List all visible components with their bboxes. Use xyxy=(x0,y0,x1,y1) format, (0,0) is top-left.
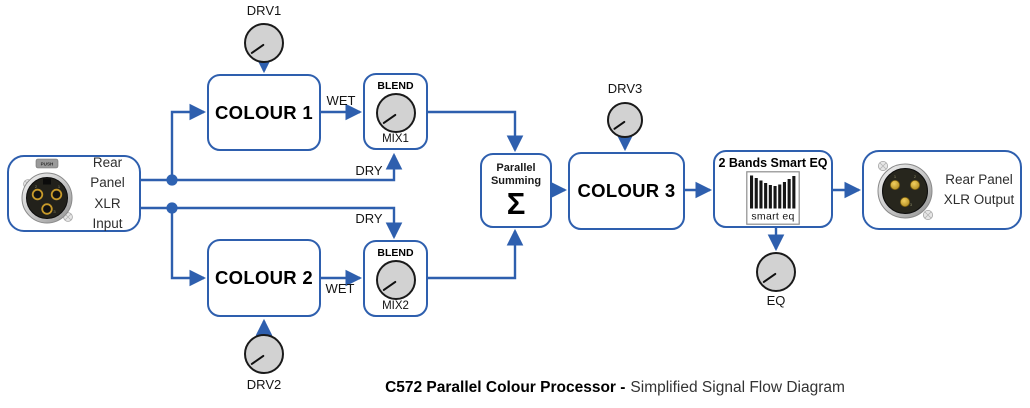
xlr-input-label-line1: Rear Panel xyxy=(90,155,125,191)
mix1-knob xyxy=(375,92,416,133)
caption-regular-text: Simplified Signal Flow Diagram xyxy=(630,379,845,396)
drv1-label: DRV1 xyxy=(246,3,282,18)
smart-eq-block: 2 Bands Smart EQ smart eq xyxy=(713,150,833,228)
drv1-knob-pointer xyxy=(250,43,265,55)
pin-label: 3 xyxy=(53,209,56,214)
drv3-knob xyxy=(607,102,643,138)
mix1-label: MIX1 xyxy=(382,133,409,145)
drv2-knob xyxy=(244,334,284,374)
drv2-knob-pointer xyxy=(250,354,265,366)
blend2-title: BLEND xyxy=(377,247,414,259)
dry2-wire-label: DRY xyxy=(355,211,383,226)
blend1-title: BLEND xyxy=(377,80,414,92)
xlr-output-label: Rear Panel XLR Output xyxy=(940,170,1018,211)
drv3-knob-pointer xyxy=(612,120,626,131)
diagram-caption: C572 Parallel Colour Processor -Simplifi… xyxy=(385,379,845,397)
pin-label: 1 xyxy=(58,184,61,189)
colour3-label: COLOUR 3 xyxy=(577,180,676,201)
drv2-label: DRV2 xyxy=(246,377,282,392)
eq-knob-pointer xyxy=(762,272,777,284)
xlr-male-connector-icon: 1 2 3 xyxy=(877,160,934,221)
smart-eq-logo-icon: smart eq xyxy=(746,171,800,225)
wet1-wire-label: WET xyxy=(326,93,356,108)
junction-dot-upper xyxy=(166,174,178,186)
blend1-block: BLEND MIX1 xyxy=(363,73,428,150)
xlr-input-label: Rear Panel XLR Input xyxy=(78,153,137,234)
colour1-block: COLOUR 1 xyxy=(207,74,321,151)
summing-label-line1: Parallel xyxy=(496,162,536,174)
smart-eq-title: 2 Bands Smart EQ xyxy=(718,156,828,170)
wire-dry-2 xyxy=(141,206,403,240)
mix2-knob-pointer xyxy=(381,279,397,291)
mix2-label: MIX2 xyxy=(382,300,409,312)
pin-label: 2 xyxy=(914,174,917,179)
eq-label: EQ xyxy=(766,293,786,308)
smart-eq-logo-text: smart eq xyxy=(751,211,794,223)
pin-label: 1 xyxy=(894,174,897,179)
eq-knob xyxy=(756,252,796,292)
wire-mix2-out xyxy=(428,228,524,280)
colour2-label: COLOUR 2 xyxy=(215,267,313,288)
xlr-input-label-line2: XLR Input xyxy=(92,195,123,231)
blend2-block: BLEND MIX2 xyxy=(363,240,428,317)
xlr-input-block: PUSH 2 1 3 Rear Panel XLR xyxy=(7,155,141,232)
sigma-symbol: Σ xyxy=(506,186,526,221)
xlr-female-connector-icon: PUSH 2 1 3 xyxy=(21,158,73,224)
wire-dry-1 xyxy=(141,152,403,182)
drv1-knob xyxy=(244,23,284,63)
xlr-output-label-line1: Rear Panel xyxy=(945,171,1013,187)
wire-mix1-out xyxy=(428,110,524,153)
drv3-label: DRV3 xyxy=(607,81,643,96)
wet2-wire-label: WET xyxy=(325,281,355,296)
wire-to-colour1 xyxy=(170,103,207,180)
summing-label-line2: Summing xyxy=(490,174,542,187)
colour1-label: COLOUR 1 xyxy=(215,101,313,123)
colour2-block: COLOUR 2 xyxy=(207,239,321,317)
xlr-output-label-line2: XLR Output xyxy=(943,192,1015,207)
colour3-block: COLOUR 3 xyxy=(568,152,685,230)
xlr-output-block: 1 2 3 Rear Panel XLR Output xyxy=(862,150,1022,230)
pin-label: 3 xyxy=(910,202,913,207)
pin-label: 2 xyxy=(35,184,38,189)
mix2-knob xyxy=(375,259,416,300)
junction-dot-lower xyxy=(166,202,178,214)
dry1-wire-label: DRY xyxy=(355,163,383,178)
wire-to-colour2 xyxy=(170,208,207,287)
push-label: PUSH xyxy=(41,162,54,167)
parallel-summing-block: Parallel Summing Σ xyxy=(480,153,552,228)
mix1-knob-pointer xyxy=(381,112,397,124)
caption-bold-text: C572 Parallel Colour Processor - xyxy=(385,379,626,396)
